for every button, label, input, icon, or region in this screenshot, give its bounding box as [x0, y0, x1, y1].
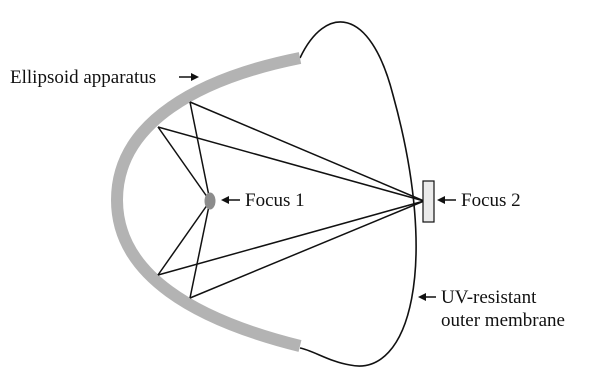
label-focus-1: Focus 1	[245, 190, 305, 211]
label-membrane-line-1: UV-resistant	[441, 287, 537, 308]
label-membrane-line-2: outer membrane	[441, 310, 565, 331]
light-rays	[157, 101, 425, 299]
ray-segment	[157, 200, 211, 276]
focus-2-detector	[422, 180, 435, 223]
arrowhead	[437, 196, 445, 204]
arrowhead	[191, 73, 199, 81]
ray-segment	[189, 200, 425, 299]
label-arrows	[179, 73, 456, 301]
ray-segment	[157, 126, 211, 202]
label-focus-2: Focus 2	[461, 190, 521, 211]
ray-segment	[189, 101, 211, 202]
ray-segment	[157, 126, 425, 202]
label-ellipsoid-apparatus: Ellipsoid apparatus	[10, 67, 156, 88]
arrowhead	[418, 293, 426, 301]
arrowhead	[221, 196, 229, 204]
ray-segment	[189, 200, 211, 299]
ray-segment	[157, 200, 425, 276]
outer-membrane-outline	[299, 21, 417, 367]
focus-1-marker	[204, 192, 216, 210]
ellipsoid-apparatus	[110, 52, 302, 352]
ray-segment	[189, 101, 425, 202]
